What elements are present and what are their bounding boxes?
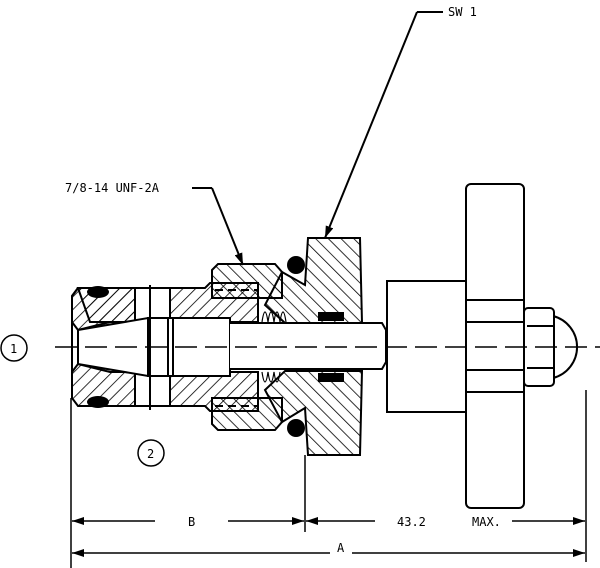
balloon-2 [137,439,165,467]
dim-max-label: MAX. [472,515,501,529]
dim-b-label: B [188,515,195,529]
nut-sleeve [211,263,283,431]
dim-a-label: A [337,541,345,555]
balloon-1 [0,334,28,362]
extension-lines [70,390,587,568]
leader-thread [192,187,244,266]
leader-sw1 [324,11,443,239]
stem [230,322,387,370]
dim-max-value: 43.2 [397,515,426,529]
flange [263,237,364,456]
dimension-lines [72,517,585,557]
balloon-1-label: 1 [10,342,17,356]
thread-spec-label: 7/8-14 UNF-2A [65,181,160,195]
handwheel [465,183,525,509]
part-ref-label: SW 1 [448,5,477,19]
balloon-2-label: 2 [147,447,154,461]
